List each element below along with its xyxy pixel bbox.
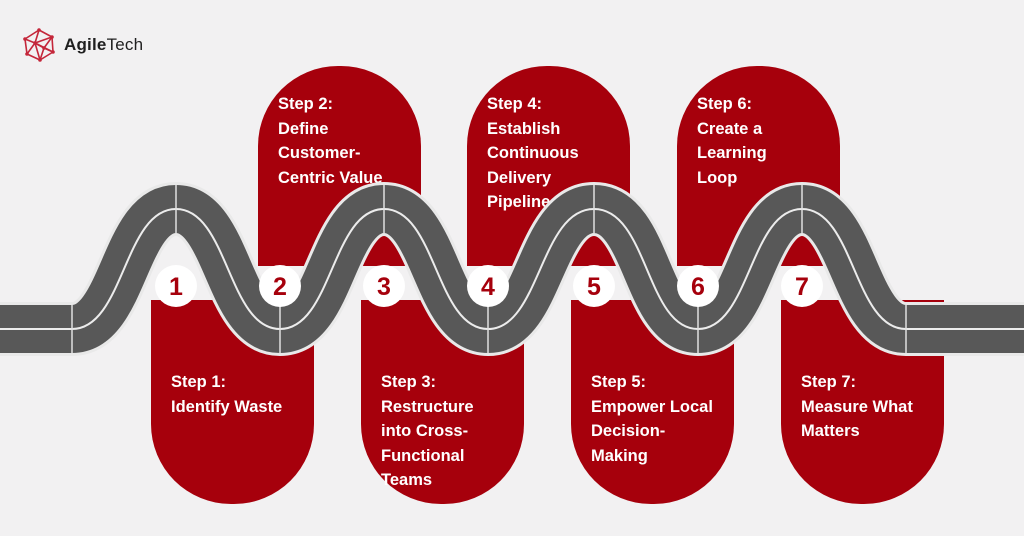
step-number: 5: [587, 273, 601, 301]
step-number: 1: [169, 273, 183, 301]
step-badge-4: 4: [467, 265, 509, 307]
step-badge-7: 7: [781, 265, 823, 307]
step-number: 7: [795, 273, 809, 301]
step-label: Step 5: Empower Local Decision- Making: [591, 373, 713, 465]
step-badge-6: 6: [677, 265, 719, 307]
step-badge-5: 5: [573, 265, 615, 307]
step-badge-2: 2: [259, 265, 301, 307]
step-number: 2: [273, 273, 287, 301]
step-number: 6: [691, 273, 705, 301]
step-number: 3: [377, 273, 391, 301]
geodesic-globe-icon: [23, 28, 55, 62]
step-label: Step 2: Define Customer- Centric Value: [278, 95, 383, 187]
brand-logo: AgileTech: [22, 28, 143, 62]
brand-name: AgileTech: [64, 35, 143, 55]
step-badge-3: 3: [363, 265, 405, 307]
step-card-4: Step 4: Establish Continuous Delivery Pi…: [467, 66, 630, 266]
brand-name-part2: Tech: [106, 35, 144, 54]
step-label: Step 1: Identify Waste: [171, 373, 283, 416]
step-label: Step 6: Create a Learning Loop: [697, 95, 767, 187]
step-number: 4: [481, 273, 495, 301]
step-label: Step 4: Establish Continuous Delivery Pi…: [487, 95, 579, 211]
step-label: Step 3: Restructure into Cross- Function…: [381, 373, 474, 489]
step-label: Step 7: Measure What Matters: [801, 373, 913, 440]
brand-name-part1: Agile: [64, 35, 107, 54]
step-badge-1: 1: [155, 265, 197, 307]
